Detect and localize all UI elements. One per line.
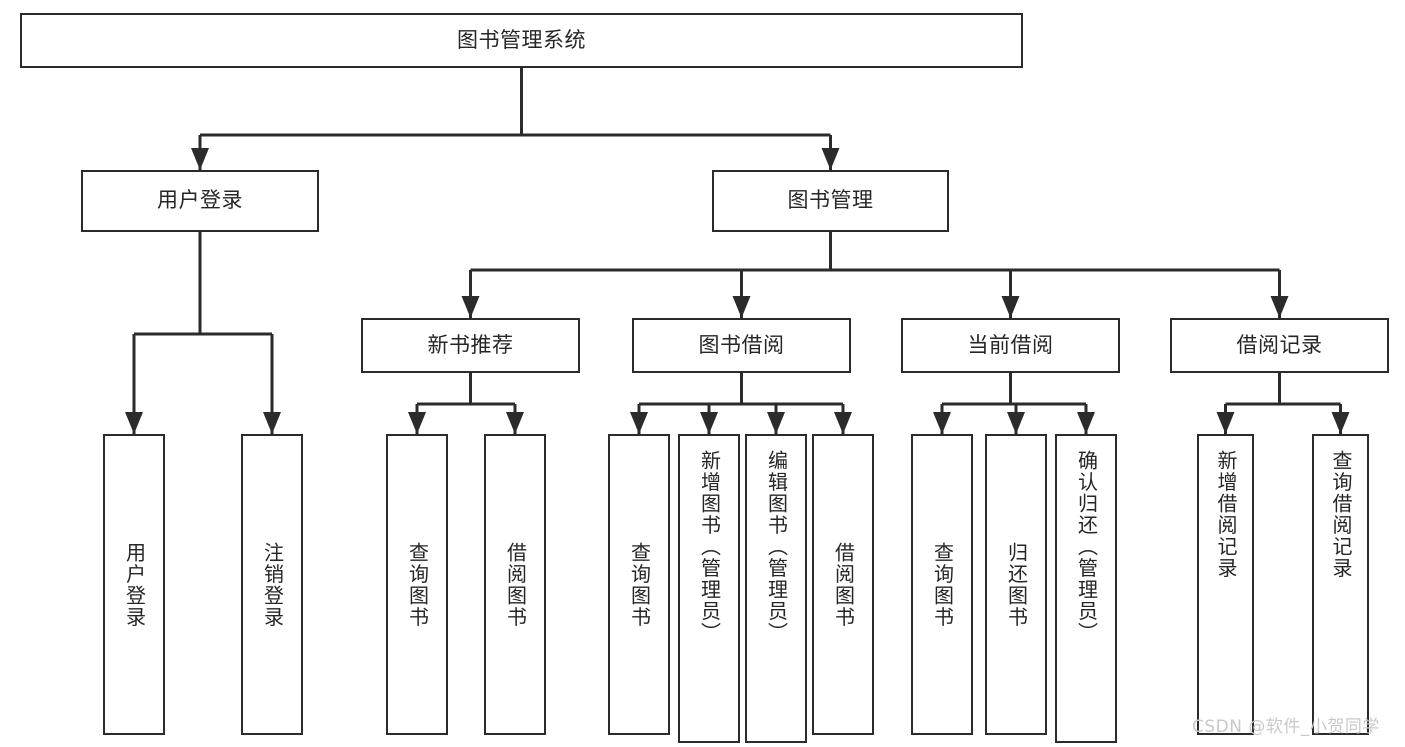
node-label: 图书管理系统 (457, 27, 586, 52)
arrowhead-icon (1001, 296, 1020, 318)
node-leaf-add-record[interactable]: 新增借阅记录 (1197, 434, 1254, 735)
node-label: 查询图书 (627, 541, 652, 628)
node-label: 确认归还（管理员） (1074, 450, 1099, 644)
node-leaf-query-record[interactable]: 查询借阅记录 (1312, 434, 1369, 735)
node-label: 归还图书 (1004, 541, 1029, 628)
arrowhead-icon (1216, 412, 1235, 434)
node-borrow-record[interactable]: 借阅记录 (1170, 318, 1389, 373)
node-leaf-query-book-current[interactable]: 查询图书 (911, 434, 973, 735)
arrowhead-icon (1270, 296, 1289, 318)
node-label: 注销登录 (260, 541, 285, 628)
node-label: 当前借阅 (967, 332, 1054, 357)
node-leaf-user-login[interactable]: 用户登录 (103, 434, 165, 735)
node-label: 借阅记录 (1236, 332, 1323, 357)
node-label: 编辑图书（管理员） (764, 450, 789, 644)
node-book-borrow[interactable]: 图书借阅 (632, 318, 851, 373)
node-label: 图书管理 (787, 188, 874, 213)
arrowhead-icon (700, 412, 718, 434)
node-leaf-edit-book[interactable]: 编辑图书（管理员） (745, 434, 807, 743)
node-leaf-borrow-book-rec[interactable]: 借阅图书 (484, 434, 546, 735)
arrowhead-icon (933, 412, 951, 434)
node-leaf-query-book-rec[interactable]: 查询图书 (386, 434, 448, 735)
node-leaf-confirm-return[interactable]: 确认归还（管理员） (1055, 434, 1117, 743)
node-label: 图书借阅 (698, 332, 785, 357)
node-label: 用户登录 (157, 188, 243, 213)
node-root[interactable]: 图书管理系统 (20, 13, 1023, 68)
arrowhead-icon (821, 148, 840, 170)
node-user-login[interactable]: 用户登录 (81, 170, 319, 232)
arrowhead-icon (630, 412, 648, 434)
arrowhead-icon (1077, 412, 1095, 434)
node-leaf-return-book[interactable]: 归还图书 (985, 434, 1047, 735)
node-label: 查询图书 (405, 541, 430, 628)
node-label: 借阅图书 (831, 541, 856, 628)
arrowhead-icon (408, 412, 426, 434)
arrowhead-icon (834, 412, 852, 434)
node-current-borrow[interactable]: 当前借阅 (901, 318, 1120, 373)
arrowhead-icon (191, 148, 209, 170)
node-leaf-borrow-book[interactable]: 借阅图书 (812, 434, 874, 735)
arrowhead-icon (461, 296, 480, 318)
node-leaf-user-logout[interactable]: 注销登录 (241, 434, 303, 735)
watermark-label: CSDN @软件_小贺同学 (1192, 717, 1380, 737)
node-label: 借阅图书 (503, 541, 528, 628)
node-new-book-rec[interactable]: 新书推荐 (361, 318, 580, 373)
arrowhead-icon (506, 412, 524, 434)
node-label: 新增图书（管理员） (697, 450, 722, 644)
arrowhead-icon (767, 412, 785, 434)
node-label: 用户登录 (122, 541, 147, 628)
node-leaf-query-book-borrow[interactable]: 查询图书 (608, 434, 670, 735)
node-label: 新书推荐 (427, 332, 514, 357)
arrowhead-icon (1007, 412, 1025, 434)
arrowhead-icon (1331, 412, 1350, 434)
node-label: 查询借阅记录 (1329, 450, 1353, 579)
arrowhead-icon (263, 412, 281, 434)
node-book-manage[interactable]: 图书管理 (712, 170, 949, 232)
node-label: 新增借阅记录 (1214, 450, 1238, 579)
arrowhead-icon (125, 412, 143, 434)
node-label: 查询图书 (930, 541, 955, 628)
node-leaf-add-book[interactable]: 新增图书（管理员） (678, 434, 740, 743)
arrowhead-icon (732, 296, 751, 318)
